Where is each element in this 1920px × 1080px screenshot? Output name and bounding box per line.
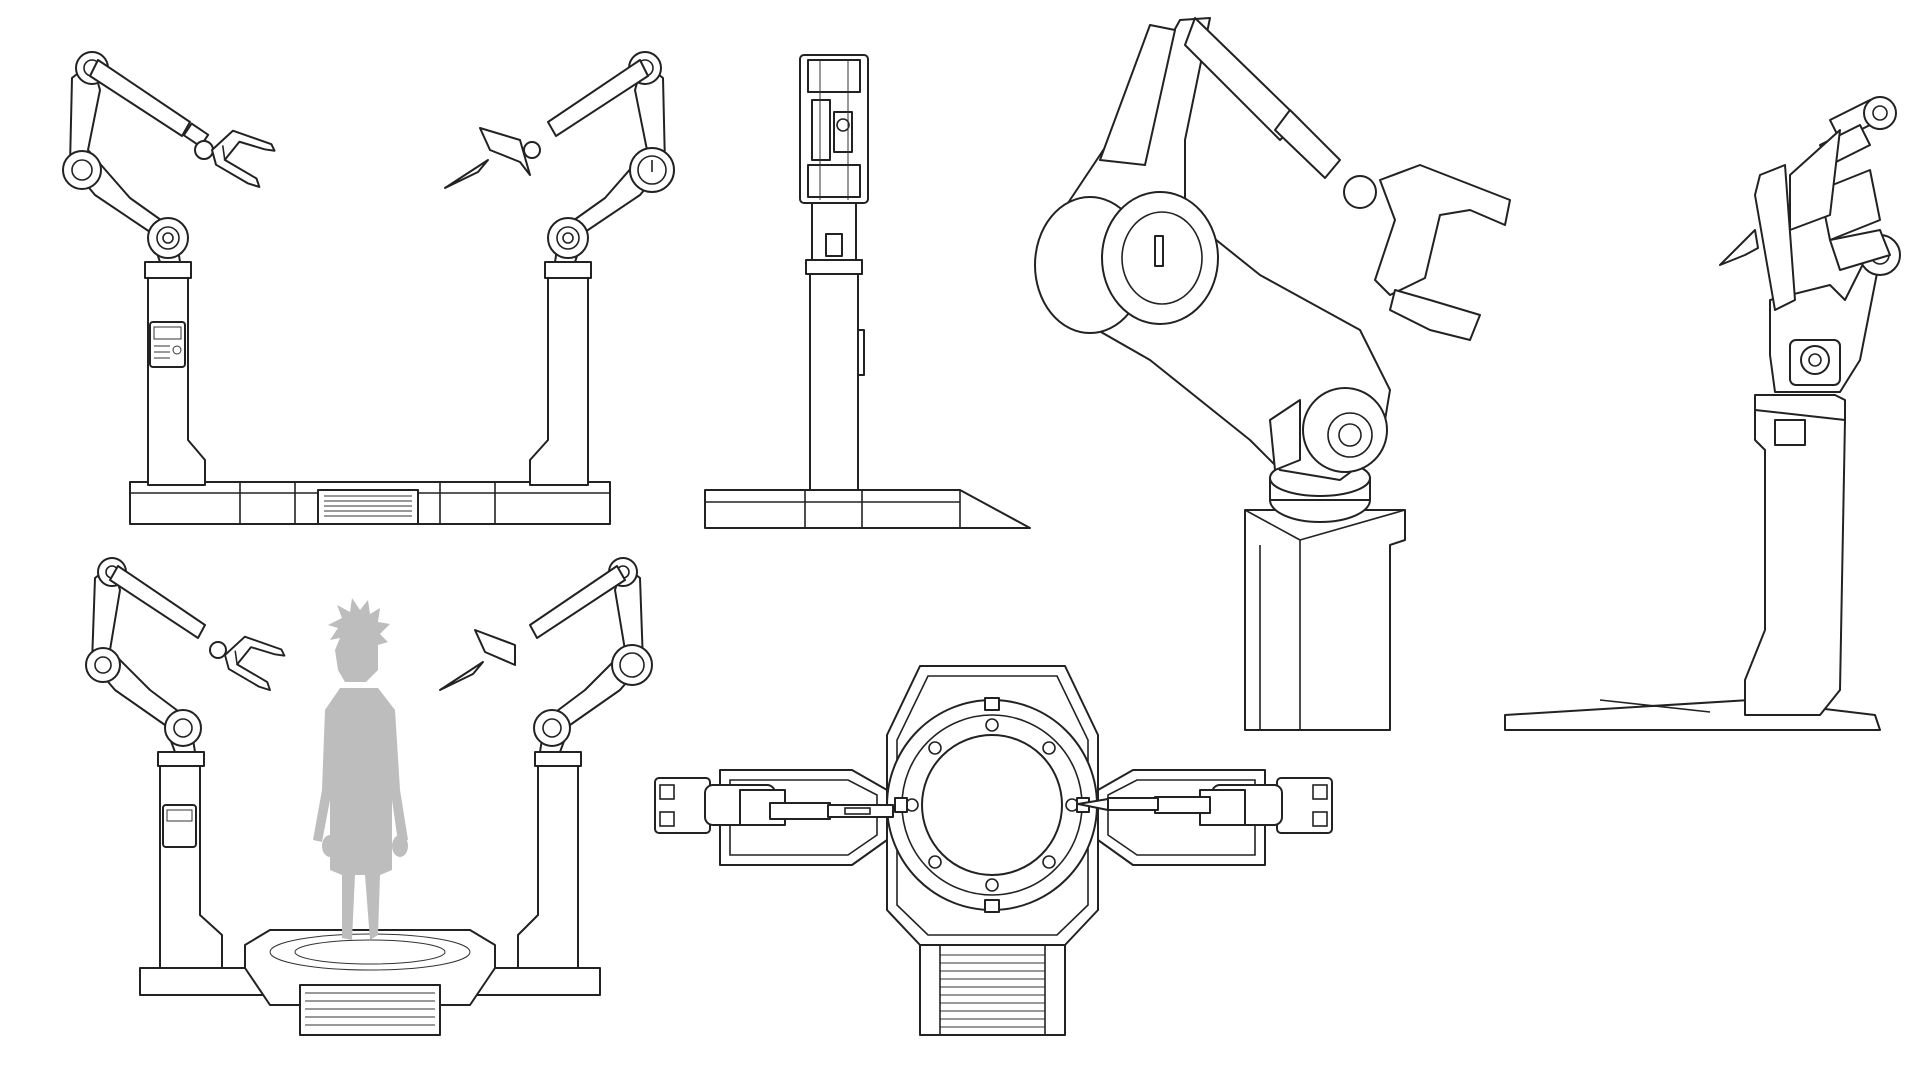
scale-view: [85, 557, 653, 1036]
gripper-claw-icon: [1374, 164, 1511, 296]
character-silhouette-icon: [313, 598, 408, 940]
drill-arm-perspective: [1504, 96, 1901, 731]
front-right-drill-arm: [444, 51, 675, 263]
front-base: [129, 481, 611, 525]
drill-icon: [479, 127, 531, 176]
front-view: [62, 51, 675, 525]
top-view: [654, 665, 1333, 1036]
front-left-pillar: [144, 261, 206, 486]
side-view: [704, 54, 1031, 529]
front-right-pillar: [529, 261, 592, 486]
front-left-gripper-arm: [62, 51, 278, 263]
gripper-arm-closeup: [1034, 17, 1511, 731]
control-panel-icon: [149, 321, 186, 368]
